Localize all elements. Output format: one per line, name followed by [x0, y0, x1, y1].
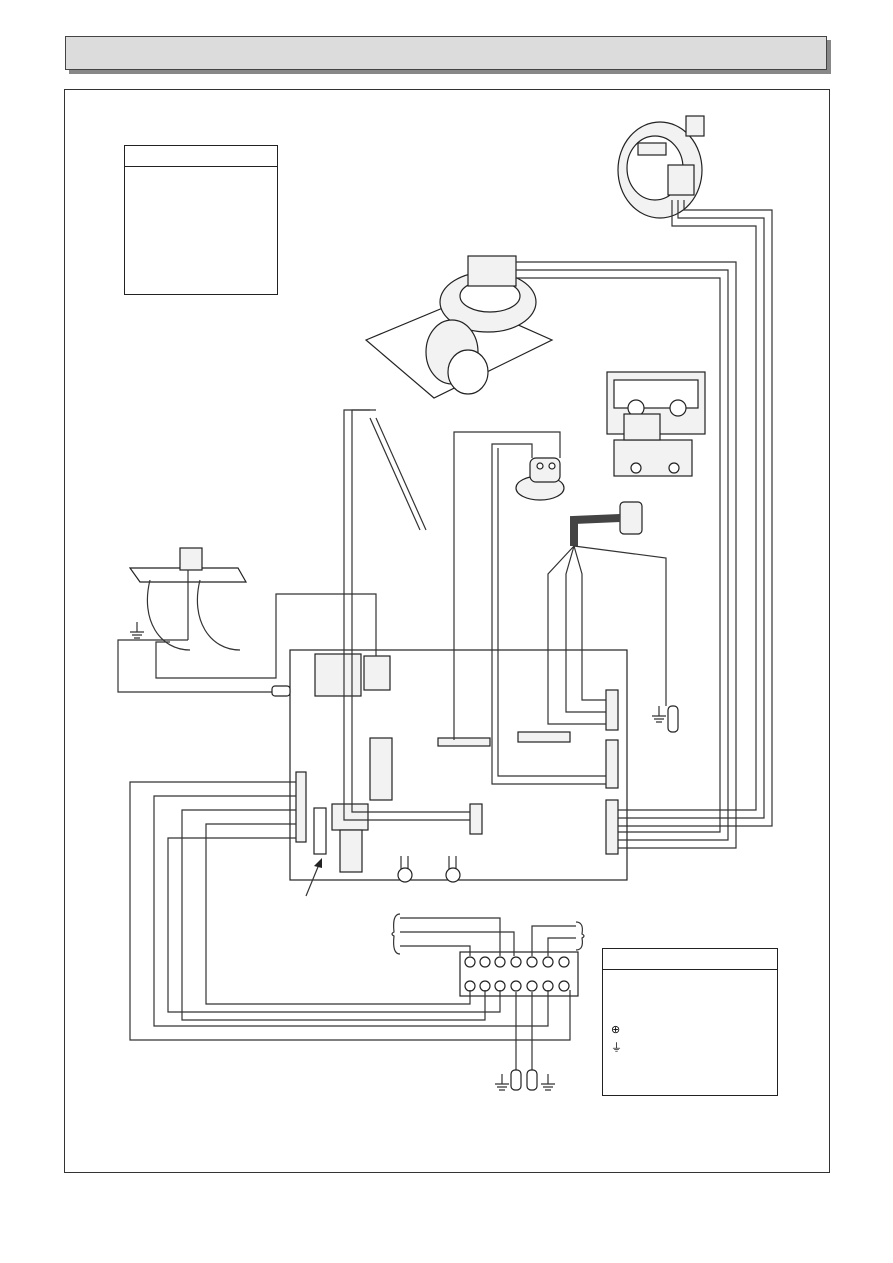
protective-earth-symbol-icon: ⊕	[611, 1024, 621, 1036]
air-pressure-switch	[617, 115, 705, 219]
earth-symbols	[130, 622, 666, 1091]
gas-valve	[606, 371, 706, 477]
symbol-legend-header	[603, 949, 777, 970]
left-brace	[391, 913, 401, 955]
wiring-legend-header	[125, 146, 277, 167]
fuse-pointer-arrow-head	[314, 858, 322, 868]
diagram-frame	[64, 89, 830, 1173]
wiring-legend-box	[124, 145, 278, 295]
fuse-pointer-arrow	[305, 861, 321, 897]
overheat-thermostat	[515, 457, 565, 501]
terminal-block	[459, 951, 579, 997]
main-pcb	[289, 649, 628, 883]
wiring-harness	[117, 200, 773, 1091]
burner-electrodes	[128, 547, 248, 651]
fan	[364, 255, 554, 399]
title-bar	[65, 36, 827, 70]
coil-connector	[570, 501, 643, 546]
earth-symbol-icon: ⏚	[611, 1042, 622, 1054]
flow-sensor-probe	[369, 417, 427, 531]
right-brace	[575, 921, 585, 951]
symbol-legend-box: ⊕ ⏚	[602, 948, 778, 1096]
